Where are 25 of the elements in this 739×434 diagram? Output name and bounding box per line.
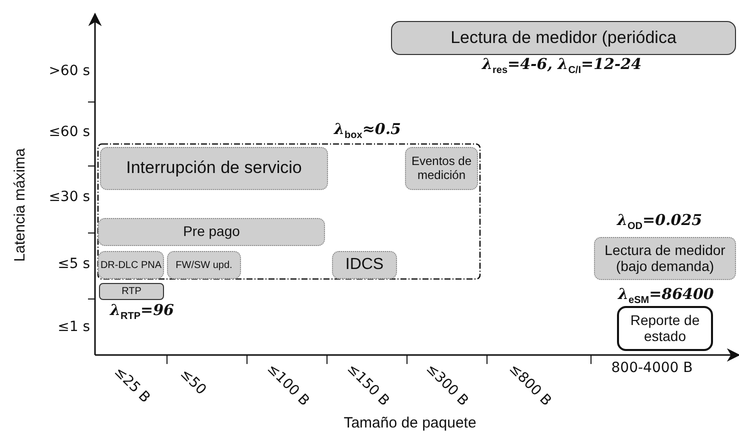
category-box: RTP bbox=[99, 283, 164, 300]
y-tick-label: ≤60 s bbox=[48, 124, 90, 140]
category-box: Interrupción de servicio bbox=[100, 147, 328, 190]
y-tick-label: >60 s bbox=[48, 63, 90, 79]
category-box: Eventos de medición bbox=[405, 147, 478, 190]
rate-label: λ$_{res}$=4-6, λ$_{C/I}$=12-24 bbox=[482, 55, 642, 76]
group-rate-label: λ$_{box}$≈0.5 bbox=[334, 121, 401, 141]
rate-label: λ$_{eSM}$=86400 bbox=[618, 285, 714, 306]
axis-title: Tamaño de paquete bbox=[344, 414, 476, 432]
x-tick-label: 800-4000 B bbox=[611, 360, 693, 376]
category-box: Pre pago bbox=[98, 218, 325, 246]
y-tick-label: ≤1 s bbox=[58, 319, 90, 335]
x-tick-label: ≤25 B bbox=[110, 364, 154, 406]
axis-title: Latencia máxima bbox=[12, 148, 28, 262]
y-tick-label: ≤30 s bbox=[48, 189, 90, 205]
category-box: Lectura de medidor (bajo demanda) bbox=[594, 237, 736, 280]
category-box: Reporte de estado bbox=[617, 306, 713, 351]
category-box: IDCS bbox=[332, 251, 397, 279]
rate-label: λ$_{RTP}$=96 bbox=[110, 301, 174, 322]
category-box: FW/SW upd. bbox=[167, 251, 241, 279]
x-tick-label: ≤50 bbox=[176, 366, 210, 398]
category-box: DR-DLC PNA bbox=[98, 251, 164, 279]
rate-label: λ$_{OD}$=0.025 bbox=[617, 211, 702, 232]
y-tick-label: ≤5 s bbox=[58, 256, 90, 272]
category-box: Lectura de medidor (periódica bbox=[391, 21, 736, 55]
